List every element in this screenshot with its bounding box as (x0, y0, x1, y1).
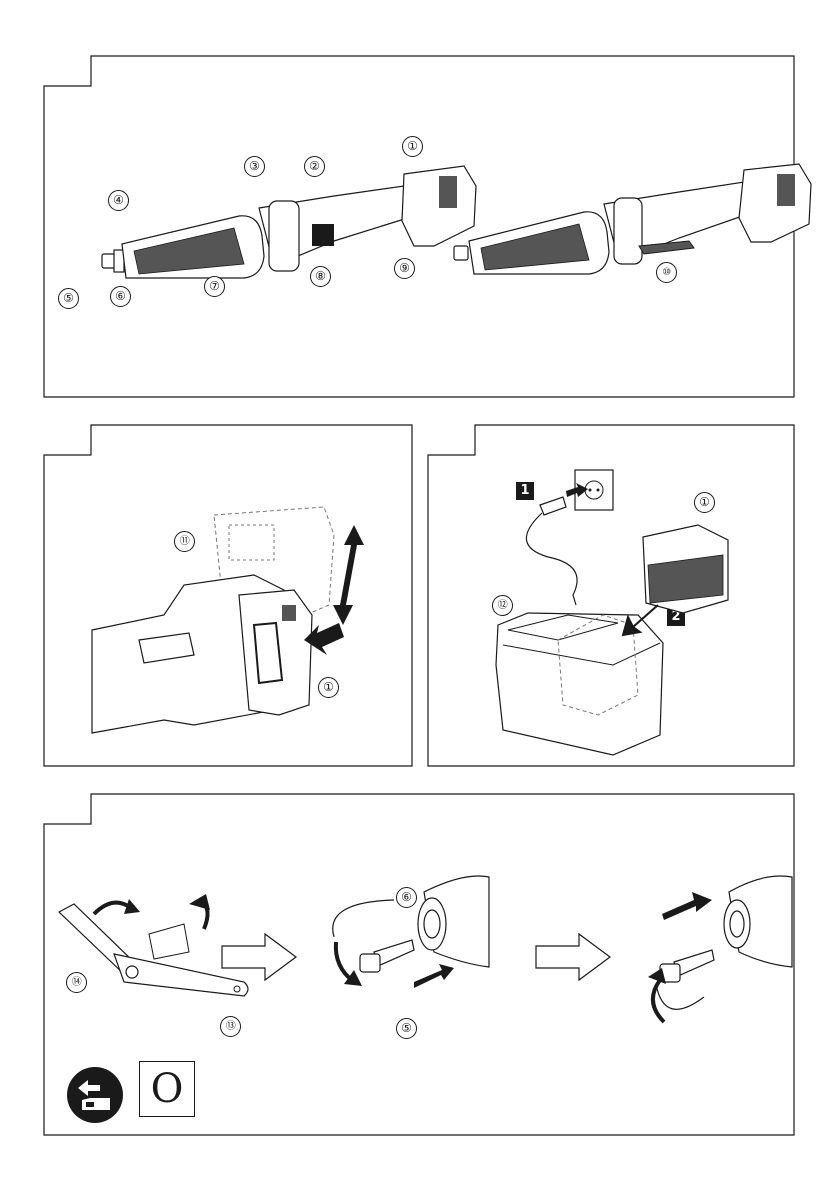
collet-insertion-illustration (634, 872, 804, 1042)
callout-5: ⑤ (58, 288, 79, 309)
figure-3-panel: 1 2 ① ⑫ (428, 425, 794, 767)
figure-1-panel: ① ② ③ ④ ⑤ ⑥ ⑦ ⑧ ⑨ ⑩ (44, 56, 794, 398)
grinder-with-paddle-switch (439, 146, 799, 346)
callout-13: ⑬ (220, 1016, 241, 1037)
callout-6: ⑥ (110, 286, 131, 307)
callout-14: ⑭ (66, 972, 87, 993)
callout-3: ③ (244, 156, 265, 177)
callout-11: ⑪ (174, 531, 195, 552)
callout-7: ⑦ (204, 276, 225, 297)
callout-9: ⑨ (394, 258, 415, 279)
battery-removal-illustration (44, 465, 412, 765)
figure-4-panel: ⑭ ⑬ ⑥ ⑤ O (44, 794, 794, 1136)
hollow-arrow-right-icon (220, 932, 300, 982)
callout-4: ④ (108, 190, 129, 211)
hollow-arrow-right-icon-2 (534, 932, 614, 982)
callout-2: ② (304, 156, 325, 177)
callout-1-battery-pack: ① (694, 492, 715, 513)
callout-5-collet: ⑤ (396, 1018, 417, 1039)
tool-pictogram-icon (66, 1066, 124, 1124)
figure-2-panel: ⑪ ① (44, 425, 412, 767)
callout-12: ⑫ (492, 595, 513, 616)
callout-1: ① (402, 136, 423, 157)
callout-8: ⑧ (310, 266, 331, 287)
callout-6-nose: ⑥ (396, 887, 417, 908)
charger-illustration (428, 465, 794, 765)
callout-10: ⑩ (656, 262, 677, 283)
symbol-o-box: O (139, 1061, 195, 1117)
callout-1-battery: ① (318, 677, 339, 698)
